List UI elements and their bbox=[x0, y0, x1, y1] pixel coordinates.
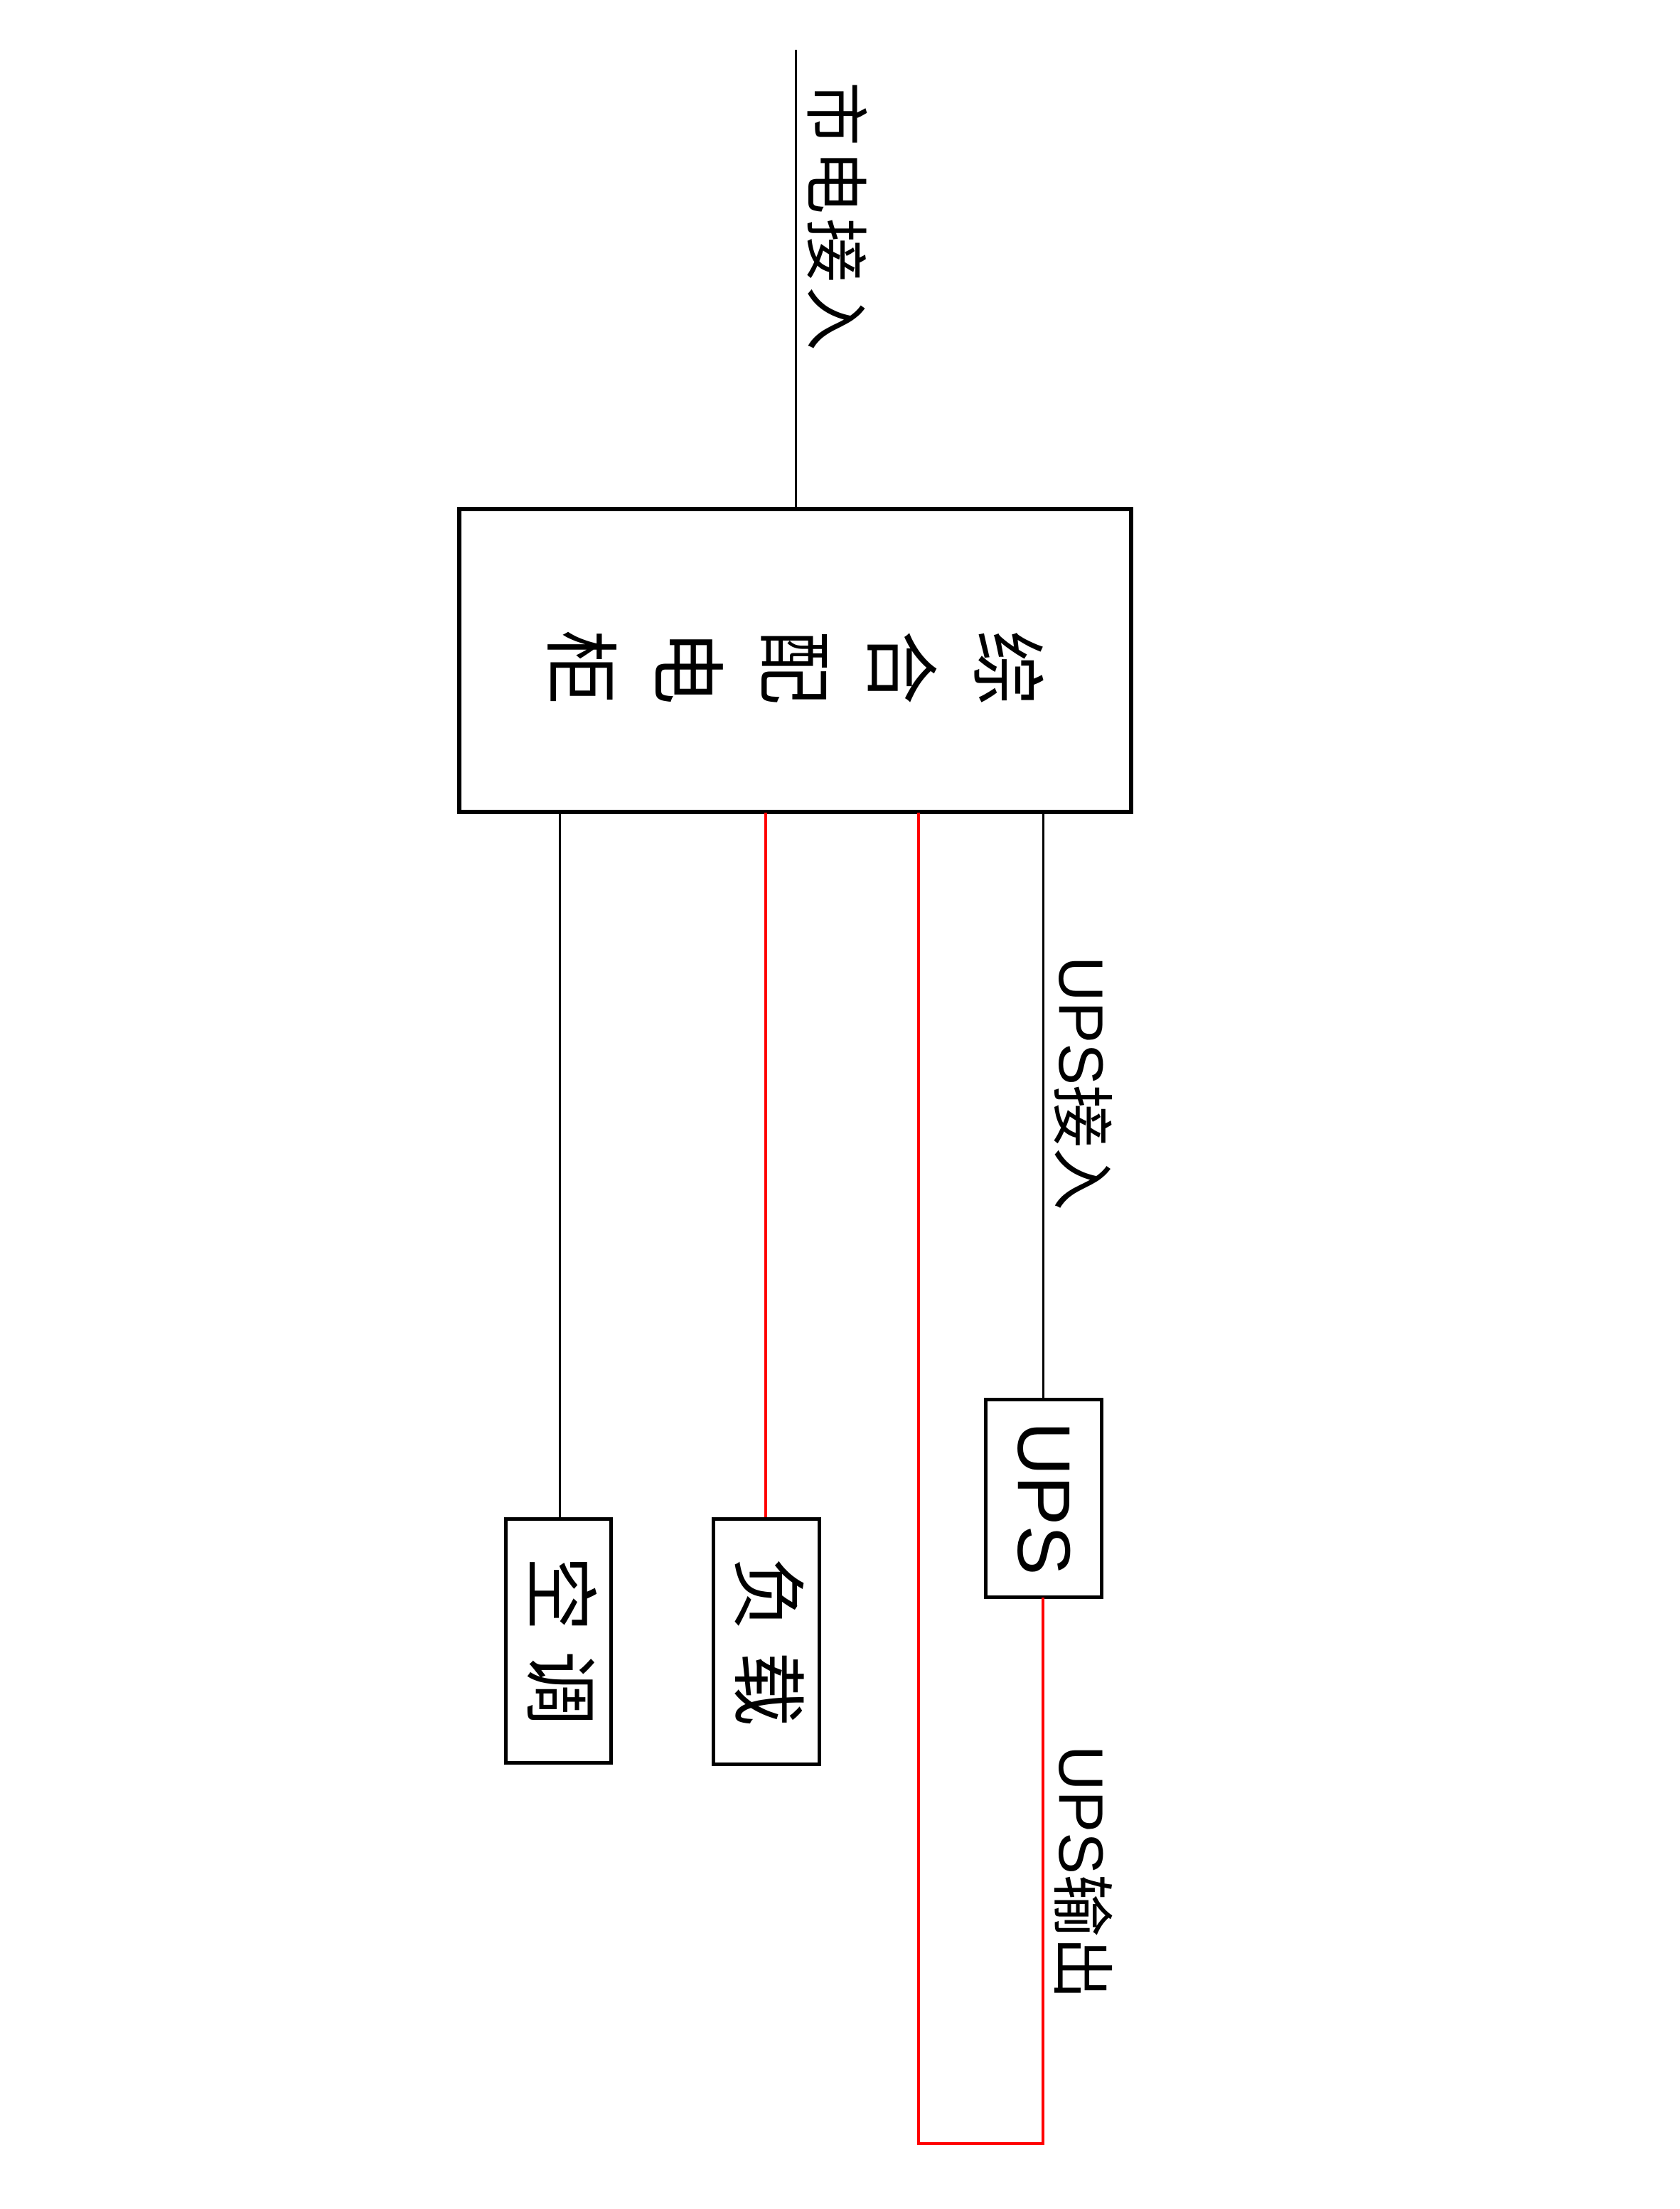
ups-output-label: UPS输出 bbox=[1046, 1745, 1116, 1999]
ups-label: UPS bbox=[1002, 1421, 1086, 1576]
ups-input-label: UPS接入 bbox=[1046, 956, 1116, 1210]
ups-output-wire-corner bbox=[917, 2142, 1044, 2145]
mains-input-label: 市电接入 bbox=[798, 82, 869, 355]
load-label: 负载 bbox=[724, 1556, 808, 1746]
air-conditioner-label: 空调 bbox=[517, 1556, 600, 1745]
air-conditioner-box: 空调 bbox=[504, 1517, 613, 1765]
distribution-cabinet-box: 综合配电柜 bbox=[457, 507, 1133, 814]
air-conditioner-wire bbox=[559, 813, 561, 1519]
mains-input-wire bbox=[795, 50, 797, 508]
load-box: 负载 bbox=[712, 1517, 821, 1766]
ups-output-return-wire bbox=[917, 813, 920, 2145]
ups-input-wire bbox=[1042, 813, 1044, 1399]
ups-output-wire-segment bbox=[1042, 1598, 1044, 2145]
distribution-cabinet-label: 综合配电柜 bbox=[513, 619, 1046, 702]
load-wire bbox=[764, 813, 767, 1519]
ups-box: UPS bbox=[984, 1398, 1103, 1599]
